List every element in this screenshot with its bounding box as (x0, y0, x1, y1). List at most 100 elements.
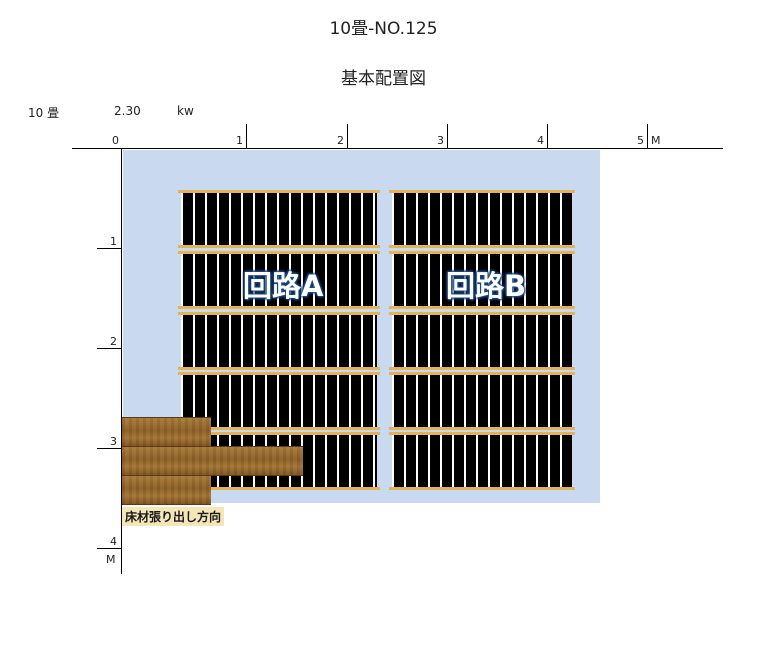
heater-rail (178, 367, 380, 370)
room-size: 10 畳 (28, 106, 60, 120)
heater-rail (389, 487, 575, 490)
heater-stripe (361, 315, 363, 367)
heater-stripe (277, 254, 279, 306)
heater-stripe (181, 315, 183, 367)
heater-stripe (373, 193, 375, 245)
heater-rail (178, 251, 380, 254)
heater-stripe (337, 375, 339, 427)
y-tick-mark (97, 548, 121, 549)
x-tick-label: 3 (437, 134, 444, 147)
x-tick-mark (447, 124, 448, 148)
heater-stripe (476, 254, 478, 306)
heater-stripe (500, 315, 502, 367)
heater-stripe (512, 375, 514, 427)
heater-panel (392, 375, 572, 427)
heater-stripe (488, 315, 490, 367)
heater-stripe (404, 315, 406, 367)
heater-stripe (373, 315, 375, 367)
heater-panel (392, 193, 572, 245)
heater-stripe (416, 254, 418, 306)
x-tick-label: 0 (112, 134, 119, 147)
heater-stripe (217, 375, 219, 427)
heater-panel (392, 435, 572, 487)
heater-stripe (536, 193, 538, 245)
heater-stripe (277, 315, 279, 367)
heater-rail (178, 487, 380, 490)
heater-stripe (512, 315, 514, 367)
heater-stripe (313, 254, 315, 306)
heater-rail (389, 190, 575, 193)
heater-stripe (404, 193, 406, 245)
heater-panel (181, 193, 377, 245)
heater-stripe (325, 375, 327, 427)
x-tick-label: 2 (337, 134, 344, 147)
heater-panel (181, 375, 377, 427)
x-tick-mark (547, 124, 548, 148)
x-unit-label: M (651, 134, 661, 147)
heater-stripe (361, 254, 363, 306)
heater-stripe (205, 315, 207, 367)
heater-stripe (452, 315, 454, 367)
heater-stripe (440, 193, 442, 245)
heater-stripe (488, 435, 490, 487)
heater-stripe (416, 375, 418, 427)
heater-stripe (476, 435, 478, 487)
heater-stripe (392, 375, 394, 427)
heater-stripe (524, 193, 526, 245)
heater-stripe (181, 254, 183, 306)
heater-stripe (464, 315, 466, 367)
heater-stripe (193, 375, 195, 427)
heater-stripe (428, 254, 430, 306)
heater-stripe (241, 375, 243, 427)
heater-stripe (404, 435, 406, 487)
power-unit: kw (177, 104, 194, 118)
heater-stripe (548, 254, 550, 306)
heater-panel (392, 315, 572, 367)
circuit-a-label: 回路A (243, 269, 324, 303)
heater-stripe (337, 193, 339, 245)
heater-stripe (361, 435, 363, 487)
heater-stripe (512, 254, 514, 306)
x-tick-label: 1 (236, 134, 243, 147)
heater-stripe (349, 254, 351, 306)
heater-stripe (524, 315, 526, 367)
wood-plank (122, 475, 211, 505)
heater-stripe (265, 315, 267, 367)
y-tick-label: 2 (110, 335, 117, 348)
heater-stripe (373, 254, 375, 306)
heater-stripe (428, 435, 430, 487)
heater-stripe (253, 254, 255, 306)
heater-panel (392, 254, 572, 306)
heater-stripe (416, 435, 418, 487)
heater-stripe (313, 375, 315, 427)
heater-rail (178, 306, 380, 309)
heater-stripe (392, 435, 394, 487)
heater-stripe (349, 375, 351, 427)
heater-stripe (560, 435, 562, 487)
heater-rail (389, 306, 575, 309)
heater-stripe (241, 315, 243, 367)
heater-stripe (524, 375, 526, 427)
heater-stripe (500, 254, 502, 306)
heater-stripe (536, 254, 538, 306)
heater-stripe (337, 315, 339, 367)
heater-stripe (313, 435, 315, 487)
x-tick-label: 4 (537, 134, 544, 147)
heater-stripe (392, 315, 394, 367)
heater-stripe (349, 193, 351, 245)
heater-stripe (428, 375, 430, 427)
y-tick-label: 3 (110, 435, 117, 448)
wood-plank (122, 446, 303, 476)
heater-stripe (265, 193, 267, 245)
x-axis-line (72, 148, 723, 149)
y-tick-label: 1 (110, 235, 117, 248)
heater-rail (178, 190, 380, 193)
heater-stripe (241, 193, 243, 245)
heater-stripe (325, 315, 327, 367)
flooring-direction-label: 床材張り出し方向 (122, 507, 225, 526)
heater-stripe (428, 315, 430, 367)
heater-stripe (277, 375, 279, 427)
heater-rail (389, 427, 575, 430)
heater-rail (389, 245, 575, 248)
heater-stripe (560, 315, 562, 367)
